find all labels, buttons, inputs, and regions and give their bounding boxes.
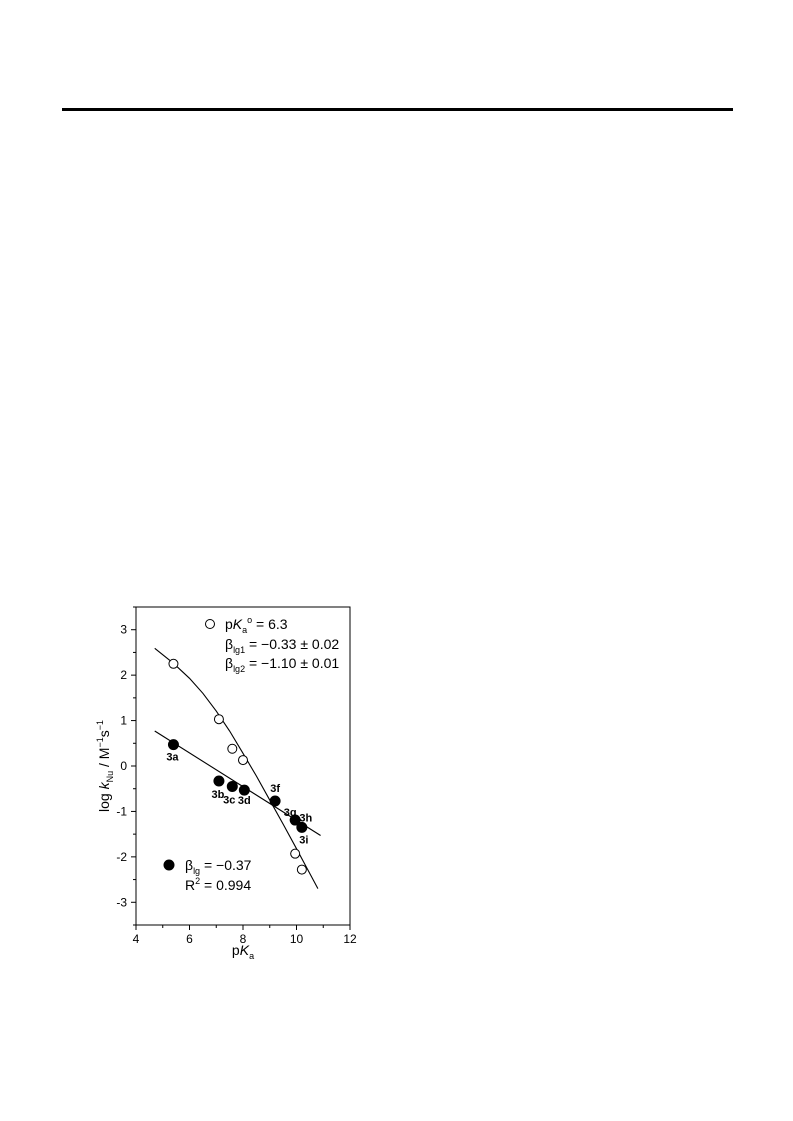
pka-value: = 6.3: [252, 616, 288, 632]
pka-sub: a: [242, 625, 247, 635]
legend-open: pKao = 6.3 βlg1 = −0.33 ± 0.02 βlg2 = −1…: [205, 615, 339, 674]
y-tick-label: 0: [120, 759, 127, 773]
beta2-sub: lg2: [233, 664, 245, 674]
beta-value: = −0.37: [200, 857, 252, 873]
y-title-k: k: [96, 781, 112, 789]
beta1-sub: lg1: [233, 645, 245, 655]
legend-filled-r2: R2 = 0.994: [185, 876, 251, 893]
x-axis-title: pKa: [232, 942, 254, 960]
x-tick-label: 6: [186, 932, 193, 946]
data-points: [167, 658, 308, 875]
x-title-k: K: [240, 942, 250, 958]
x-title-p: p: [232, 942, 240, 958]
x-tick-label: 10: [290, 932, 304, 946]
beta2-symbol: β: [225, 655, 233, 671]
data-point-open: [213, 714, 224, 725]
pka-k: K: [233, 616, 243, 632]
y-title-sup2: −1: [95, 720, 105, 730]
point-label: 3g: [284, 807, 297, 819]
data-point-filled: [226, 780, 238, 792]
y-title-log: log: [96, 789, 112, 812]
y-title-sub: Nu: [105, 771, 115, 783]
data-point-filled: [296, 821, 308, 833]
pka-sup: o: [247, 615, 252, 625]
y-tick-label: 3: [120, 623, 127, 637]
x-title-sub: a: [249, 951, 254, 960]
beta-symbol: β: [185, 857, 193, 873]
data-point-open: [290, 848, 301, 859]
point-label: 3c: [223, 794, 235, 806]
point-label: 3f: [270, 783, 280, 795]
point-label: 3a: [166, 752, 179, 764]
data-point-filled: [269, 795, 281, 807]
x-tick-label: 12: [343, 932, 357, 946]
x-tick-label: 8: [240, 932, 247, 946]
point-label: 3i: [299, 834, 308, 846]
y-tick-label: 1: [120, 714, 127, 728]
data-point-filled: [289, 814, 301, 826]
beta-sub: lg: [193, 866, 200, 876]
fit-curve-open: [154, 647, 319, 889]
data-point-filled: [238, 784, 250, 796]
data-point-open: [227, 743, 238, 754]
beta2-value: = −1.10 ± 0.01: [245, 655, 339, 671]
x-tick-label: 4: [133, 932, 140, 946]
legend-filled-beta: βlg = −0.37: [185, 857, 252, 876]
legend-open-beta1: βlg1 = −0.33 ± 0.02: [225, 636, 339, 655]
legend-filled: βlg = −0.37 R2 = 0.994: [163, 857, 252, 893]
y-axis-title: log kNu / M−1s−1: [95, 720, 115, 812]
beta1-symbol: β: [225, 636, 233, 652]
y-title-sup1: −1: [95, 737, 105, 747]
legend-open-marker: [205, 619, 215, 629]
data-point-open: [296, 864, 307, 875]
legend-open-pka: pKao = 6.3: [225, 615, 288, 635]
y-tick-label: -3: [116, 895, 127, 909]
header-rule: [62, 108, 733, 111]
r2-sup: 2: [195, 876, 200, 886]
y-tick-label: -1: [116, 804, 127, 818]
y-title-mid: / M: [96, 748, 112, 771]
data-point-open: [238, 755, 248, 766]
legend-open-beta2: βlg2 = −1.10 ± 0.01: [225, 655, 339, 674]
pka-prefix: p: [225, 616, 233, 632]
data-point-filled: [213, 775, 225, 787]
r2-value: = 0.994: [200, 877, 251, 893]
data-point-filled: [167, 739, 179, 751]
y-tick-label: -2: [116, 850, 127, 864]
legend-filled-marker: [163, 859, 175, 871]
r2-base: R: [185, 877, 195, 893]
y-tick-label: 2: [120, 668, 127, 682]
point-label: 3b: [212, 789, 225, 801]
beta1-value: = −0.33 ± 0.02: [245, 636, 339, 652]
point-label: 3h: [299, 812, 312, 824]
data-point-open: [168, 658, 179, 669]
y-title-s: s: [96, 730, 112, 737]
point-label: 3d: [238, 795, 251, 807]
